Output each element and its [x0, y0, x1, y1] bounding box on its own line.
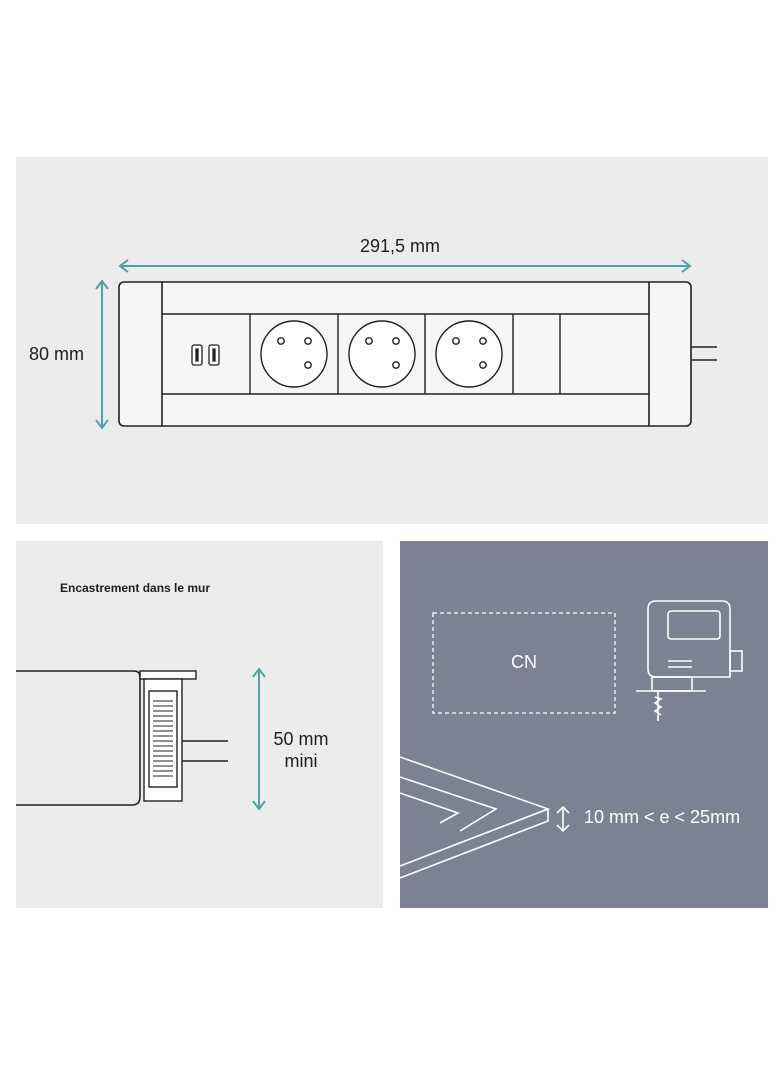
mounting-spring-clip: [153, 700, 173, 777]
usb-port-icon: [191, 344, 220, 366]
jigsaw-icon: [636, 600, 743, 721]
thickness-label: 10 mm < e < 25mm: [584, 807, 741, 827]
wall-mounting-diagram: [16, 667, 266, 811]
depth-label-value: 50 mm: [273, 729, 329, 749]
french-socket-icon-2: [348, 320, 416, 388]
french-socket-icon-3: [435, 320, 503, 388]
panel-title: Encastrement dans le mur: [60, 581, 211, 595]
power-cable: [691, 346, 717, 361]
worktop-slab: [399, 756, 551, 879]
worktop-cutout-diagram: [399, 600, 743, 879]
width-dimension-label: 291,5 mm: [360, 236, 441, 256]
cutout-outline: [432, 612, 616, 714]
power-strip-diagram: [95, 259, 717, 430]
wall-body-outline: [16, 670, 141, 806]
height-dimension-label: 80 mm: [29, 344, 85, 364]
wall-cable: [182, 740, 228, 762]
depth-label: 50 mm mini: [261, 729, 341, 772]
width-dimension-arrow: [118, 259, 692, 273]
depth-dimension-arrow: [252, 667, 266, 811]
cutout-label: CN: [511, 652, 537, 672]
wall-mounting-panel: Encastrement dans le mur: [16, 541, 383, 908]
socket-module-dividers: [249, 314, 561, 394]
french-socket-icon-1: [260, 320, 328, 388]
height-dimension-arrow: [95, 279, 109, 430]
double-arrow-icon: [556, 805, 570, 833]
worktop-cutout-panel: CN 10 mm < e < 25mm: [399, 541, 768, 908]
power-strip-dimensions-panel: 291,5 mm 80 mm: [16, 157, 768, 524]
depth-label-note: mini: [284, 750, 318, 771]
